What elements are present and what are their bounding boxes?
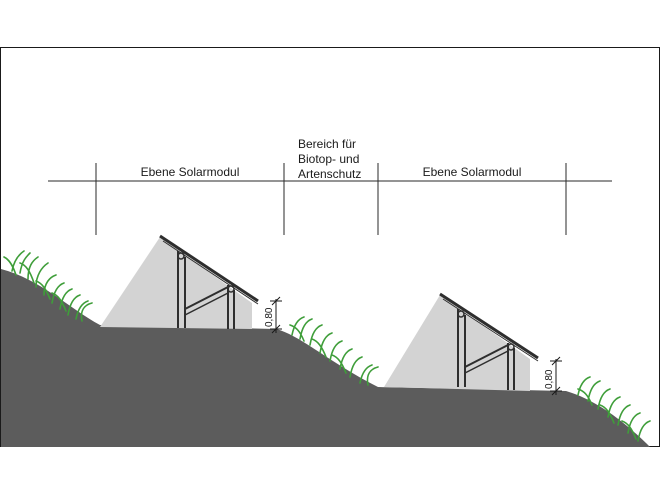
zone-label-left: Ebene Solarmodul: [141, 165, 240, 179]
zone-label-middle-line-2: Biotop- und: [298, 152, 359, 166]
zone-label-middle-line-1: Bereich für: [298, 137, 356, 151]
terrace-solar-diagram: Ebene Solarmodul Bereich für Biotop- und…: [0, 47, 660, 447]
grass-tuft-icon: [289, 316, 379, 386]
solar-structure-right: [439, 292, 539, 390]
diagram-frame: Ebene Solarmodul Bereich für Biotop- und…: [0, 47, 660, 447]
dimension-marker-right: [550, 356, 562, 396]
dimension-arrow-icon: [551, 386, 561, 396]
dimension-arrow-icon: [551, 356, 561, 366]
grass-tuft-icon: [577, 376, 651, 442]
zone-label-right: Ebene Solarmodul: [423, 165, 522, 179]
dimension-label-left: 0,80: [264, 307, 275, 327]
panel-shadow-left: [100, 237, 252, 329]
solar-structure-left: [159, 234, 259, 329]
zone-lines: [48, 163, 612, 235]
grass-tuft-icon: [3, 250, 93, 322]
dimension-marker-left: [270, 296, 282, 334]
vegetation: [3, 250, 651, 442]
zone-label-middle-line-3: Artenschutz: [298, 167, 361, 181]
dimension-label-right: 0,80: [544, 369, 555, 389]
dimension-arrow-icon: [271, 324, 281, 334]
dimension-arrow-icon: [271, 296, 281, 306]
ground-profile: [1, 269, 650, 447]
